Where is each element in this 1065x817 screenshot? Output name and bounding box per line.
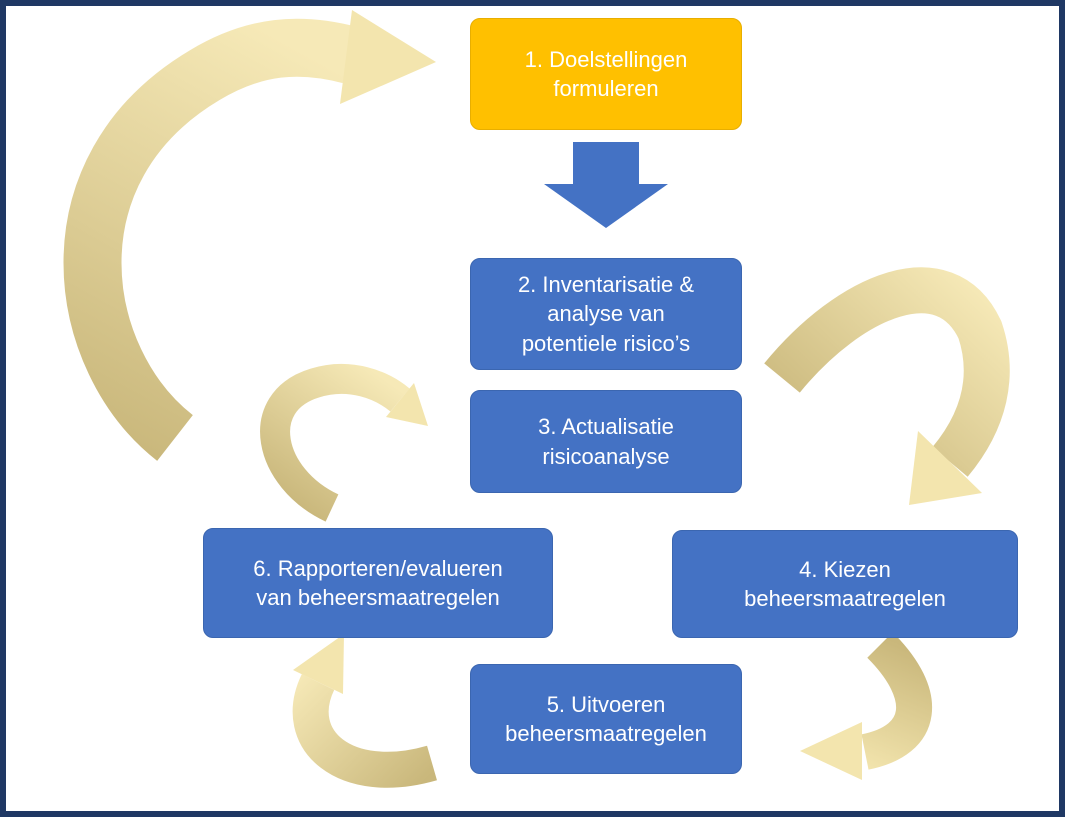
curved-arrow-return-body [63, 18, 358, 461]
step-2-label: 2. Inventarisatie & analyse van potentie… [517, 272, 695, 356]
curved-arrow-small-head [386, 383, 428, 426]
step-3-label: 3. Actualisatie risicoanalyse [538, 414, 674, 469]
curved-arrow-to-step-3 [260, 363, 428, 522]
curved-arrow-bottom-left-body [292, 674, 437, 788]
step-5-label: 5. Uitvoeren beheersmaatregelen [505, 691, 707, 746]
step-1-box: 1. Doelstellingen formuleren [470, 18, 742, 130]
step-6-box: 6. Rapporteren/evalueren van beheersmaat… [203, 528, 553, 638]
step-6-label: 6. Rapporteren/evalueren van beheersmaat… [253, 555, 503, 610]
step-5-box: 5. Uitvoeren beheersmaatregelen [470, 664, 742, 774]
step-4-box: 4. Kiezen beheersmaatregelen [672, 530, 1018, 638]
curved-arrow-return-head [340, 10, 436, 104]
curved-arrow-bottom-right-body [860, 632, 932, 770]
curved-arrow-small-body [260, 363, 410, 522]
curved-arrow-step5-to-step6 [292, 634, 437, 788]
step-4-label: 4. Kiezen beheersmaatregelen [744, 556, 946, 611]
step-1-label: 1. Doelstellingen formuleren [524, 46, 688, 101]
step-3-box: 3. Actualisatie risicoanalyse [470, 390, 742, 493]
curved-arrow-right-head [909, 431, 982, 505]
curved-arrow-right-body [764, 267, 1010, 477]
curved-arrow-bottom-right-head [800, 722, 862, 780]
step-2-box: 2. Inventarisatie & analyse van potentie… [470, 258, 742, 370]
curved-arrow-step4-to-step5 [800, 632, 932, 780]
curved-arrow-bottom-left-head [293, 634, 344, 694]
curved-arrow-return-to-start [63, 10, 436, 461]
curved-arrow-to-step-4 [764, 267, 1010, 505]
down-arrow-step1-to-step2 [544, 142, 668, 228]
